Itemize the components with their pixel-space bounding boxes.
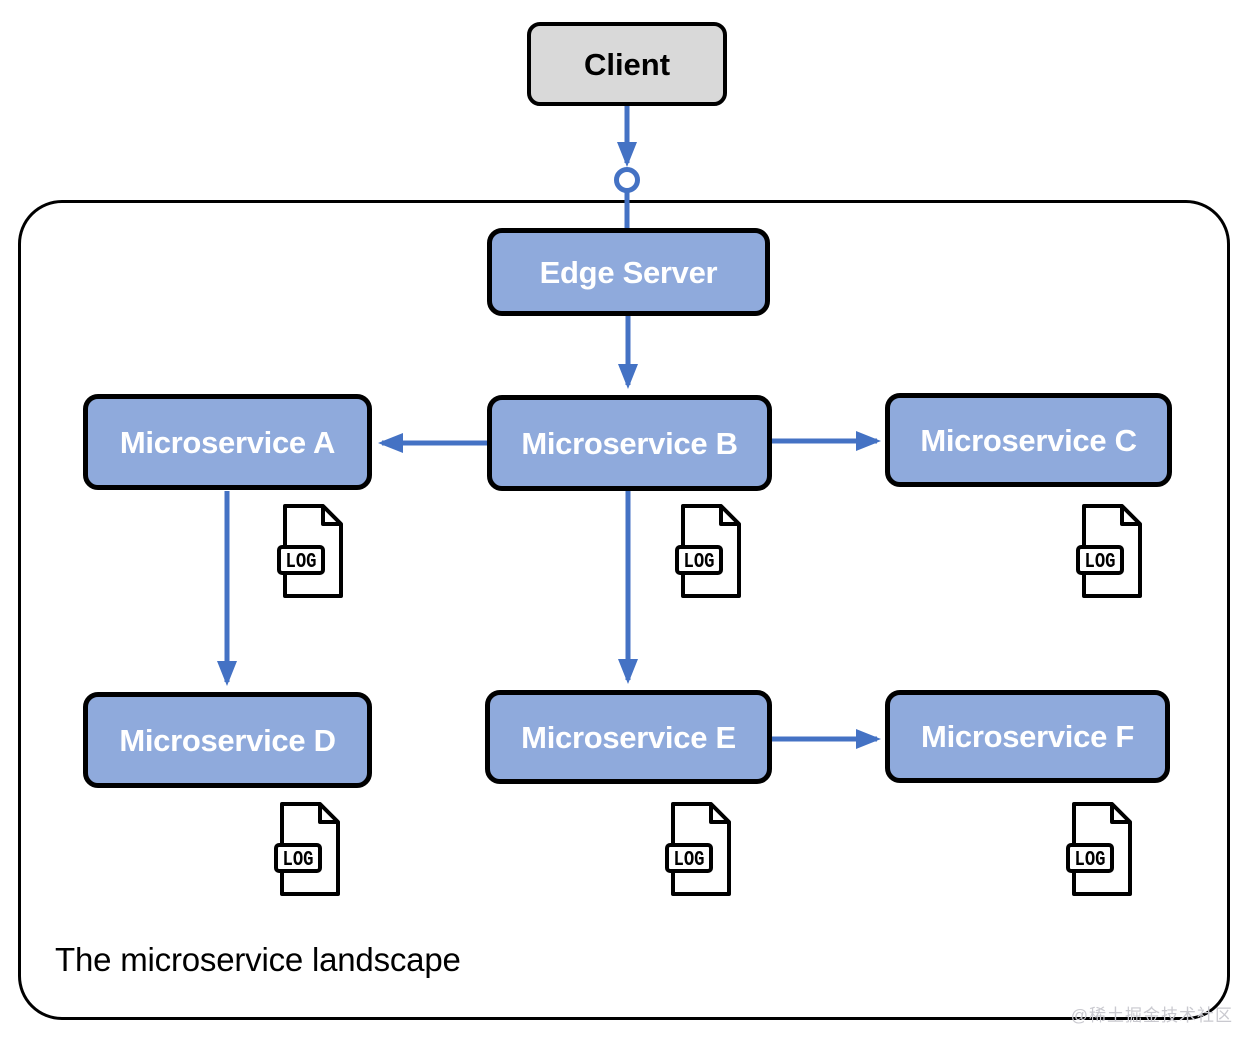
node-microservice-a-label: Microservice A: [119, 424, 336, 460]
node-microservice-a[interactable]: Microservice A: [83, 394, 372, 490]
edge-client-to-edge-server: [614, 106, 640, 229]
log-icon-text: LOG: [684, 550, 715, 574]
microservice-landscape-boundary: [18, 200, 1230, 1020]
log-file-icon-microservice-f: LOG: [1066, 800, 1138, 898]
log-icon-text: LOG: [1085, 550, 1116, 574]
log-icon-text: LOG: [283, 848, 314, 872]
node-microservice-d[interactable]: Microservice D: [83, 692, 372, 788]
landscape-label: The microservice landscape: [55, 941, 461, 978]
node-microservice-c[interactable]: Microservice C: [885, 393, 1172, 487]
node-client[interactable]: Client: [527, 22, 727, 106]
log-file-icon-microservice-d: LOG: [274, 800, 346, 898]
node-microservice-b-label: Microservice B: [521, 425, 738, 461]
log-file-icon-microservice-a: LOG: [277, 502, 349, 600]
log-file-icon-microservice-e: LOG: [665, 800, 737, 898]
node-microservice-c-label: Microservice C: [920, 422, 1137, 458]
node-microservice-e[interactable]: Microservice E: [485, 690, 772, 784]
node-microservice-d-label: Microservice D: [119, 722, 336, 758]
node-edge-server[interactable]: Edge Server: [487, 228, 770, 316]
node-microservice-f[interactable]: Microservice F: [885, 690, 1170, 783]
node-microservice-b[interactable]: Microservice B: [487, 395, 772, 491]
log-file-icon-microservice-b: LOG: [675, 502, 747, 600]
node-microservice-e-label: Microservice E: [521, 719, 736, 755]
node-microservice-f-label: Microservice F: [921, 719, 1134, 754]
log-icon-text: LOG: [1075, 848, 1106, 872]
log-file-icon-microservice-c: LOG: [1076, 502, 1148, 600]
log-icon-text: LOG: [286, 550, 317, 574]
watermark: @稀土掘金技术社区: [1070, 1006, 1233, 1025]
log-icon-text: LOG: [674, 848, 705, 872]
node-edge-server-label: Edge Server: [539, 254, 718, 290]
node-client-label: Client: [583, 46, 671, 82]
